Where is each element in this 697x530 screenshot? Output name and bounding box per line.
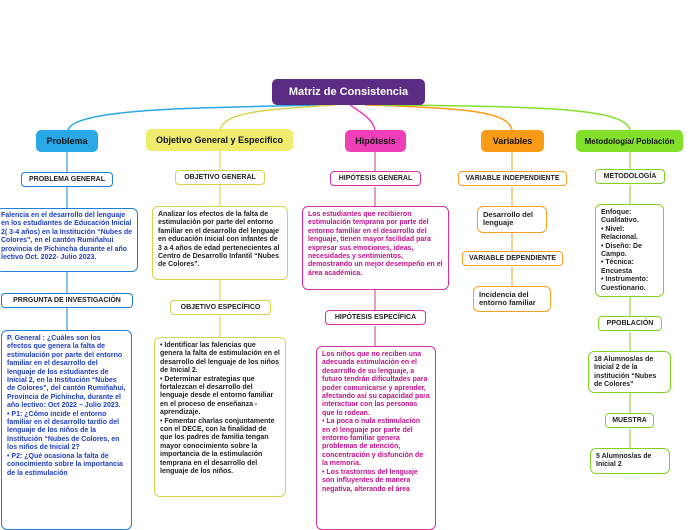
category-variables[interactable]: Variables — [481, 130, 544, 152]
variable-dependiente-text[interactable]: Incidencia del entorno familiar — [473, 286, 551, 312]
objetivo-especifico-label[interactable]: OBJETIVO ESPECÍFICO — [170, 300, 271, 315]
hipotesis-especifica-text[interactable]: Los niños que no reciben una adecuada es… — [316, 346, 436, 530]
poblacion-label[interactable]: PPOBLACIÓN — [598, 316, 662, 331]
root-title[interactable]: Matriz de Consistencia — [272, 79, 425, 105]
hipotesis-general-label[interactable]: HIPÓTESIS GENERAL — [330, 171, 421, 186]
category-objetivo[interactable]: Objetivo General y Especifico — [146, 129, 293, 151]
variable-independiente-text[interactable]: Desarrollo del lenguaje — [477, 206, 547, 233]
hipotesis-especifica-label[interactable]: HIPÓTESIS ESPECÍFICA — [325, 310, 426, 325]
muestra-label[interactable]: MUESTRA — [605, 413, 654, 428]
link-root-objetivo — [219, 104, 336, 131]
pregunta-investigacion-label[interactable]: PRRGUNTA DE INVESTIGACIÓN — [1, 293, 133, 308]
muestra-text[interactable]: 5 Alumnos/as de Inicial 2 — [590, 448, 670, 474]
metodologia-label[interactable]: METODOLOGÍA — [595, 169, 665, 184]
problema-general-text[interactable]: Falencia en el desarrollo del lenguaje e… — [0, 208, 138, 272]
link-root-metodologia — [379, 104, 631, 131]
variable-independiente-label[interactable]: VARIABLE INDEPENDIENTE — [458, 171, 567, 186]
objetivo-general-label[interactable]: OBJETIVO GENERAL — [175, 170, 265, 185]
objetivo-especifico-text[interactable]: • Identificar las falencias que genera l… — [154, 337, 286, 497]
link-root-problema — [67, 104, 321, 131]
pregunta-investigacion-text[interactable]: P. General : ¿Cuáles son los efectos que… — [1, 330, 132, 530]
problema-general-label[interactable]: PROBLEMA GENERAL — [21, 172, 113, 187]
poblacion-text[interactable]: 18 Alumnos/as de Inicial 2 de la institu… — [588, 351, 671, 393]
hipotesis-general-text[interactable]: Los estudiantes que recibieron estimulac… — [302, 206, 449, 290]
variable-dependiente-label[interactable]: VARIABLE DEPENDIENTE — [462, 251, 563, 266]
metodologia-text[interactable]: Enfoque: Cualitativo. • Nivel: Relaciona… — [595, 204, 664, 297]
category-metodologia[interactable]: Metodología/ Población — [576, 130, 683, 152]
objetivo-general-text[interactable]: Analizar los efectos de la falta de esti… — [152, 206, 288, 280]
category-problema[interactable]: Problema — [36, 130, 98, 152]
category-hipotesis[interactable]: Hipótesis — [345, 130, 406, 152]
link-root-variables — [364, 104, 513, 131]
link-root-hipotesis — [349, 104, 376, 131]
